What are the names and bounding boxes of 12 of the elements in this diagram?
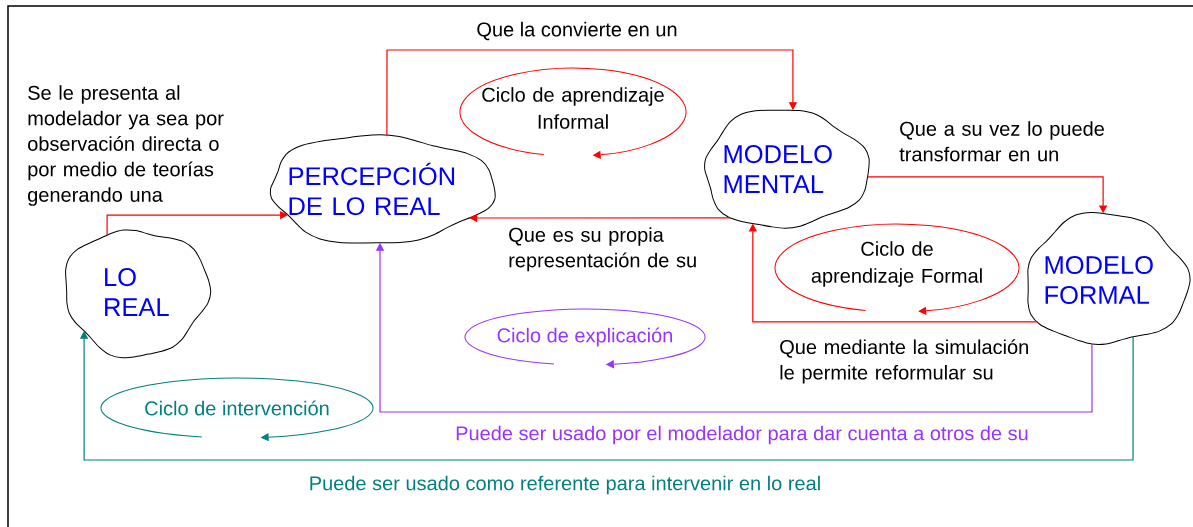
node-label: Ciclo de aprendizaje Formal [811, 241, 982, 287]
edge-label: Se le presenta al modelador ya sea por observación directa o por medio de teorías generando una [28, 85, 224, 206]
node-label: Ciclo de explicación [497, 327, 673, 347]
edge-label: Puede ser usado por el modelador para dar cuenta a otros de su [456, 425, 1028, 445]
edge-label: Que la convierte en un [477, 21, 677, 41]
edge-label: Que es su propia representación de su [509, 227, 696, 272]
node-label: Ciclo de aprendizaje Informal [482, 87, 664, 129]
edge-label: Que a su vez lo puede transformar en un [899, 121, 1104, 162]
arrow [386, 49, 798, 136]
node-label: Ciclo de intervención [145, 400, 329, 416]
edge-label: Puede ser usado como referente para intervenir en lo real [310, 475, 820, 495]
edge-label: Que mediante la simulación le permite reformular su [780, 339, 1028, 384]
